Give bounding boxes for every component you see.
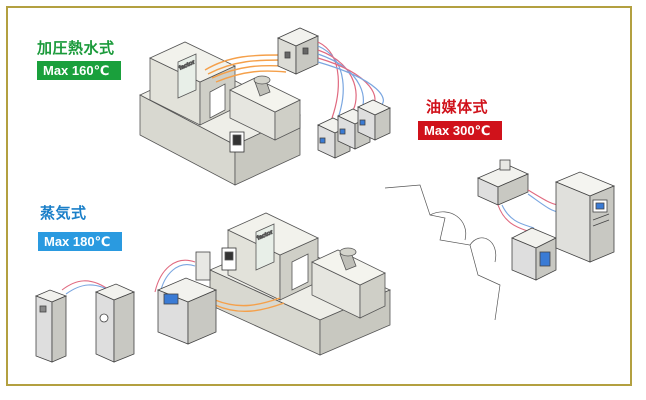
hot-water-manifold [277, 27, 319, 75]
steam-generator [94, 283, 136, 363]
hot-water-units [317, 99, 391, 159]
hot-water-system-label: 加圧熱水式 [37, 40, 115, 57]
oil-cabinet [554, 171, 616, 263]
hot-water-pipes [317, 41, 384, 119]
oil-unit-top [477, 159, 529, 206]
steam-injection-machine: factor [209, 212, 391, 356]
steam-hot-lines [214, 297, 285, 313]
steam-system-label: 蒸気式 [40, 205, 87, 222]
steam-boiler [34, 289, 68, 363]
oil-room-outline [384, 184, 501, 321]
steam-max-temp-badge: Max 180℃ [38, 232, 122, 251]
steam-control-unit [156, 251, 218, 345]
gold-frame [6, 6, 632, 386]
hot-water-lines [204, 54, 287, 83]
hot-water-max-temp-badge: Max 160℃ [37, 61, 121, 80]
oil-system-label: 油媒体式 [426, 99, 489, 116]
hot-water-injection-machine: factor [139, 41, 301, 186]
oil-unit-small [511, 227, 557, 281]
oil-max-temp-badge: Max 300℃ [418, 121, 502, 140]
